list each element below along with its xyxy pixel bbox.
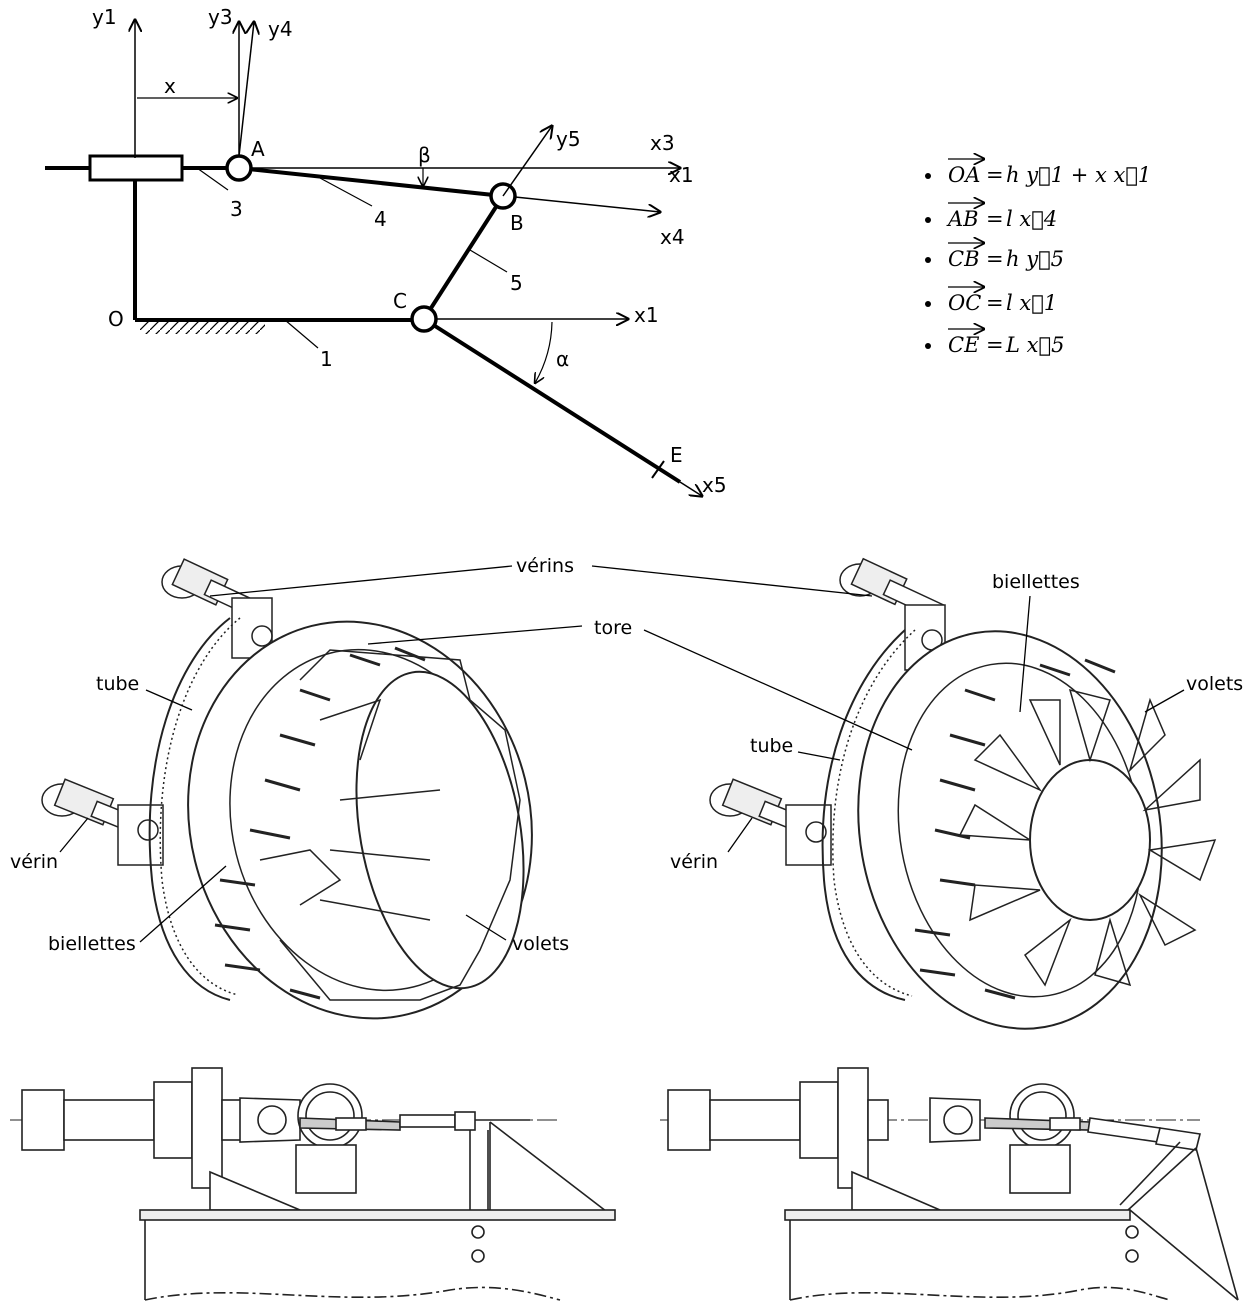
label-volets-left: volets [512, 933, 569, 955]
svg-text:=: = [986, 247, 1004, 271]
axis-x4 [514, 196, 660, 212]
section-view-left [10, 1067, 616, 1301]
label-c: C [393, 289, 407, 313]
axis-x5 [679, 481, 702, 496]
callout-leaders [59, 565, 1185, 943]
label-y1: y1 [92, 5, 117, 29]
label-verin-right: vérin [670, 851, 718, 873]
label-verin-left: vérin [10, 851, 58, 873]
label-x-dim: x [164, 74, 176, 98]
actuator-bottom-left [41, 778, 164, 866]
section-view-right [660, 1067, 1239, 1301]
svg-text:CB: CB [948, 247, 980, 271]
label-e: E [670, 443, 683, 467]
flap-ce [422, 317, 682, 484]
callout-labels: vérins tore tube vérin biellettes volets… [10, 555, 1243, 955]
label-biellettes-right: biellettes [992, 571, 1080, 593]
svg-text:OA: OA [948, 163, 980, 187]
label-x4: x4 [660, 225, 685, 249]
label-alpha: α [556, 347, 569, 371]
label-y3: y3 [208, 5, 233, 29]
nozzle-drawing-left [41, 558, 533, 1020]
label-y5: y5 [556, 127, 581, 151]
svg-text:=: = [986, 207, 1004, 231]
link-4 [238, 166, 504, 198]
svg-text:=: = [986, 163, 1004, 187]
label-5: 5 [510, 271, 523, 295]
label-x1-mid: x1 [634, 303, 659, 327]
actuator-bottom-right [709, 778, 832, 866]
leader-3 [196, 167, 229, 191]
label-x5: x5 [702, 473, 727, 497]
leader-5 [469, 249, 508, 273]
joint-a [225, 154, 253, 182]
actuator-top-left [161, 558, 273, 659]
svg-text:L x⃗5: L x⃗5 [1005, 333, 1064, 357]
tick-e [651, 460, 665, 479]
dim-alpha [535, 321, 553, 383]
label-o: O [108, 307, 124, 331]
svg-text:=: = [986, 291, 1004, 315]
label-y4: y4 [268, 17, 293, 41]
label-x1-top: x1 [669, 163, 694, 187]
equation-item: OC = l x⃗1 [925, 287, 1057, 315]
label-volets-right: volets [1186, 673, 1243, 695]
label-tube-right: tube [750, 735, 793, 757]
label-x3: x3 [650, 131, 675, 155]
label-1: 1 [320, 347, 333, 371]
equation-item: OA = h y⃗1 + x x⃗1 [925, 159, 1151, 187]
leader-4 [319, 177, 373, 207]
label-3: 3 [230, 197, 243, 221]
axis-y5 [502, 126, 552, 197]
biellettes-right-rods [914, 658, 1116, 1000]
ground-hatching [140, 322, 265, 334]
svg-text:h y⃗5: h y⃗5 [1006, 247, 1064, 271]
label-verins: vérins [516, 555, 574, 577]
kinematic-diagram: y1 y3 y4 x A β y5 x3 x1 3 4 B x4 5 C x1 … [45, 5, 727, 497]
slider-block [88, 154, 184, 182]
biellettes-left-rods [214, 646, 426, 1000]
nozzle-drawing-right [709, 557, 1217, 1030]
label-tube-left: tube [96, 673, 139, 695]
equation-list: OA = h y⃗1 + x x⃗1 AB = l x⃗4 CB = h y⃗5… [925, 159, 1151, 357]
link-5 [422, 194, 505, 321]
label-biellettes-left: biellettes [48, 933, 136, 955]
label-tore: tore [594, 617, 632, 639]
label-beta: β [418, 143, 431, 167]
label-4: 4 [374, 207, 387, 231]
joint-c [410, 305, 438, 333]
svg-text:=: = [986, 333, 1004, 357]
equation-item: CE = L x⃗5 [925, 329, 1064, 357]
svg-text:l x⃗4: l x⃗4 [1006, 207, 1057, 231]
label-a: A [251, 137, 265, 161]
svg-text:l x⃗1: l x⃗1 [1006, 291, 1057, 315]
svg-text:CE: CE [948, 333, 979, 357]
label-b: B [510, 211, 524, 235]
svg-text:h y⃗1 + x x⃗1: h y⃗1 + x x⃗1 [1006, 163, 1151, 187]
axis-y4 [238, 22, 254, 157]
leader-1 [284, 319, 319, 349]
svg-text:OC: OC [948, 291, 981, 315]
flaps-star [958, 688, 1217, 987]
svg-text:AB: AB [946, 207, 979, 231]
equation-item: AB = l x⃗4 [925, 203, 1057, 231]
equation-item: CB = h y⃗5 [925, 243, 1064, 271]
